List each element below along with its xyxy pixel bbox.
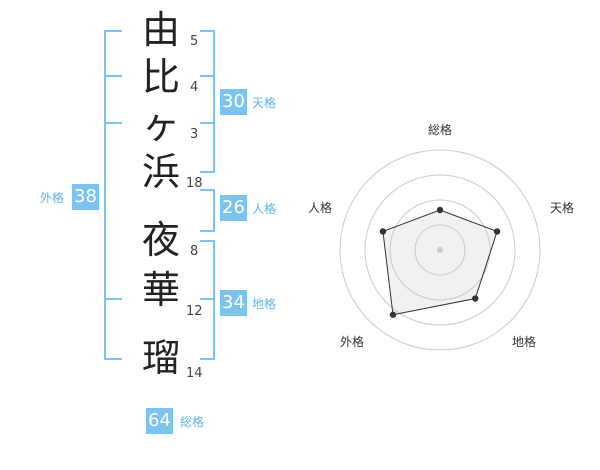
- tenkaku-value: 30: [220, 89, 247, 115]
- radar-axis-label-soukaku: 総格: [428, 123, 453, 137]
- radar-polygon: [382, 209, 498, 316]
- gaikaku-label: 外格: [40, 191, 65, 205]
- radar-ring: [389, 199, 491, 301]
- radar-point-0: [436, 206, 444, 214]
- chikaku-label: 地格: [252, 297, 277, 311]
- stroke-count-3: 3: [190, 127, 199, 142]
- radar-axis-label-jinkaku: 人格: [308, 201, 333, 215]
- name-char-6: 華: [141, 268, 180, 312]
- radar-point-1: [493, 228, 501, 235]
- stroke-count-1: 5: [190, 34, 199, 49]
- stroke-count-2: 4: [190, 80, 199, 95]
- gaikaku-value: 38: [72, 184, 99, 210]
- name-char-3: ヶ: [141, 103, 180, 147]
- stroke-count-5: 8: [190, 244, 199, 259]
- radar-axis-label-chikaku: 地格: [512, 335, 537, 349]
- soukaku-label: 総格: [180, 415, 205, 429]
- radar-center: [437, 247, 443, 253]
- name-char-1: 由: [141, 8, 180, 52]
- chikaku-value: 34: [220, 290, 247, 316]
- radar-ring: [339, 149, 541, 351]
- name-char-2: 比: [141, 55, 180, 99]
- radar-point-3: [389, 311, 397, 318]
- radar-axis-label-gaikaku: 外格: [340, 335, 365, 349]
- name-char-7: 瑠: [141, 336, 180, 380]
- jinkaku-value: 26: [220, 195, 247, 221]
- soukaku-value: 64: [146, 408, 173, 434]
- radar-point-4: [379, 228, 387, 235]
- stroke-count-7: 14: [186, 366, 203, 381]
- radar-axis-label-tenkaku: 天格: [550, 201, 575, 215]
- radar-ring: [364, 174, 516, 326]
- radar-ring: [414, 224, 466, 276]
- tenkaku-label: 天格: [252, 96, 277, 110]
- jinkaku-label: 人格: [252, 202, 277, 216]
- name-char-5: 夜: [141, 218, 180, 262]
- name-char-4: 浜: [141, 150, 180, 194]
- radar-point-2: [472, 295, 479, 302]
- stroke-count-6: 12: [186, 304, 203, 319]
- stroke-count-4: 18: [186, 176, 203, 191]
